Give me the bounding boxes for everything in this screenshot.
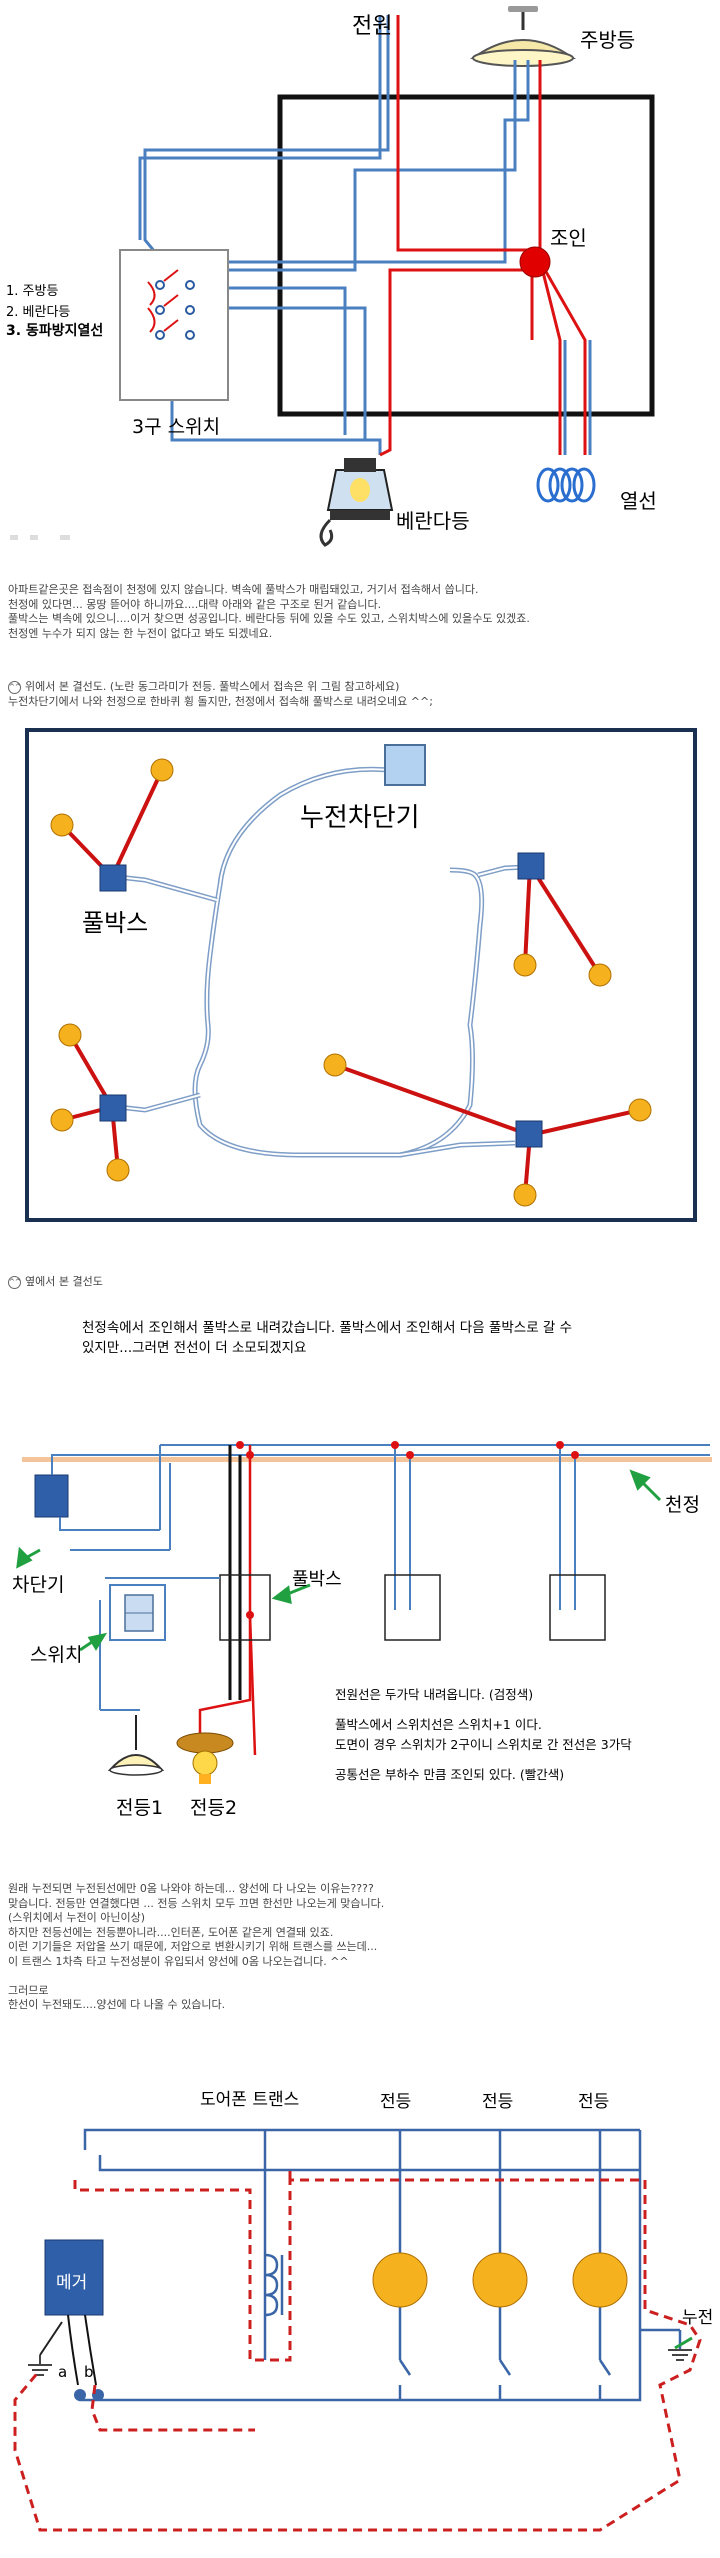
text-line: 누전차단기에서 나와 천정으로 한바퀴 휭 돌지만, 천정에서 접속해 풀박스로… bbox=[8, 694, 433, 708]
lamp-marker bbox=[628, 1098, 652, 1122]
explanation-paragraph-2: ^^ 위에서 본 결선도. (노란 동그라미가 전등. 풀박스에서 접속은 위 그… bbox=[8, 680, 433, 709]
lamp-marker bbox=[106, 1158, 130, 1182]
balcony-lamp-icon bbox=[319, 458, 394, 547]
smiley-icon: ^^ bbox=[8, 1275, 21, 1289]
caption-line: 있지만...그러면 전선이 더 소모되겠지요 bbox=[82, 1340, 307, 1356]
pullbox-box bbox=[549, 1574, 606, 1641]
kitchen-lamp-label: 주방등 bbox=[580, 28, 636, 52]
text-line: 하지만 전등선에는 전등뿐아니라....인터폰, 도어폰 같은게 연결돼 있죠. bbox=[8, 1925, 334, 1939]
lamp-label-1: 전등 bbox=[380, 2092, 412, 2112]
ceiling-label: 천정 bbox=[665, 1494, 700, 1516]
terminal-a bbox=[74, 2389, 86, 2401]
pullbox-square bbox=[99, 864, 127, 892]
megger-label: 메거 bbox=[56, 2273, 88, 2293]
pullbox-box bbox=[219, 1574, 271, 1641]
side-breaker-label: 차단기 bbox=[12, 1574, 65, 1596]
explanation-paragraph-4: 원래 누전되면 누전된선에만 0옴 나와야 하는데... 양선에 다 나오는 이… bbox=[8, 1882, 384, 2013]
transformer-label: 도어폰 트랜스 bbox=[200, 2090, 300, 2110]
lamp-circle bbox=[372, 2252, 428, 2308]
side-pullbox-label: 풀박스 bbox=[292, 1569, 342, 1590]
heating-coil-icon bbox=[536, 467, 596, 503]
text-line: 원래 누전되면 누전된선에만 0옴 나와야 하는데... 양선에 다 나오는 이… bbox=[8, 1882, 374, 1895]
text-line: 이런 기기들은 저압을 쓰기 때문에, 저압으로 변환시키기 위해 트랜스를 쓰… bbox=[8, 1940, 378, 1953]
side-view-notes: 전원선은 두가닥 내려옵니다. (검정색) 풀박스에서 스위치선은 스위치+1 … bbox=[335, 1685, 632, 1785]
bulb-lamp-icon bbox=[176, 1732, 234, 1784]
note-line: 도면이 경우 스위치가 2구이니 스위치로 간 전선은 3가닥 bbox=[335, 1737, 632, 1752]
text-line: 풀박스는 벽속에 있으니....이거 찾으면 성공입니다. 베란다등 뒤에 있을… bbox=[8, 612, 530, 625]
caption-line: 천정속에서 조인해서 풀박스로 내려갔습니다. 풀박스에서 조인해서 다음 풀박… bbox=[82, 1320, 573, 1336]
switch-name-label: 3구 스위치 bbox=[132, 416, 221, 438]
smiley-icon: ^^ bbox=[8, 680, 21, 694]
breaker-square bbox=[384, 744, 426, 786]
leak-label: 누전 bbox=[682, 2308, 714, 2328]
kitchen-lamp-icon bbox=[469, 6, 577, 67]
lamp-label-2: 전등 bbox=[482, 2092, 514, 2112]
pullbox-box bbox=[384, 1574, 441, 1641]
note-line: 공통선은 부하수 만큼 조인되 있다. (빨간색) bbox=[335, 1767, 565, 1782]
lamp-marker bbox=[50, 1108, 74, 1132]
lamp-marker bbox=[513, 953, 537, 977]
lamp-circle bbox=[572, 2252, 628, 2308]
megger-test-diagram bbox=[13, 2128, 702, 2532]
text-line: 천정에 있다면... 몽땅 뜯어야 하니까요....대략 아래와 같은 구조로 … bbox=[8, 597, 382, 611]
text-line: 한선이 누전돼도....양선에 다 나올 수 있습니다. bbox=[8, 1998, 226, 2011]
breaker-box bbox=[34, 1474, 69, 1518]
text-line: 천정엔 누수가 되지 않는 한 누전이 없다고 봐도 되겠네요. bbox=[8, 626, 273, 640]
lamp-marker bbox=[588, 963, 612, 987]
lamp1-label: 전등1 bbox=[116, 1797, 164, 1819]
text-line: 그러므로 bbox=[8, 1983, 49, 1997]
lamp2-label: 전등2 bbox=[190, 1797, 238, 1819]
balcony-lamp-label: 베란다등 bbox=[396, 509, 470, 533]
ceiling-box bbox=[277, 94, 655, 417]
lamp-marker bbox=[513, 1183, 537, 1207]
terminal-a-label: a bbox=[58, 2363, 68, 2381]
text-line: 아파트같은곳은 접속점이 천정에 있지 않습니다. 벽속에 풀박스가 매립돼있고… bbox=[8, 583, 479, 596]
switch-wiring-diagram bbox=[10, 6, 655, 547]
lamp-marker bbox=[58, 1023, 82, 1047]
text-line bbox=[8, 1969, 384, 1984]
heating-wire-label: 열선 bbox=[620, 489, 657, 513]
lamp-circle bbox=[472, 2252, 528, 2308]
side-switch-label: 스위치 bbox=[30, 1644, 83, 1666]
text-line: 맞습니다. 전등만 연결했다면 ... 전등 스위치 모두 끄면 한선만 나오는… bbox=[8, 1896, 385, 1910]
note-line: 전원선은 두가닥 내려옵니다. (검정색) bbox=[335, 1687, 534, 1702]
lamp-marker bbox=[323, 1053, 347, 1077]
breaker-label: 누전차단기 bbox=[300, 803, 420, 833]
pullbox-label: 풀박스 bbox=[82, 909, 149, 937]
pendant-lamp-icon bbox=[107, 1715, 165, 1776]
switch-item-1: 1. 주방등 bbox=[6, 284, 59, 299]
switch-item-2: 2. 베란다등 bbox=[6, 305, 71, 320]
terminal-b-label: b bbox=[84, 2363, 94, 2381]
side-view-wiring-diagram bbox=[16, 1441, 712, 1784]
pullbox-square bbox=[515, 1120, 543, 1148]
megger-box bbox=[44, 2239, 104, 2316]
text-line: (스위치에서 누전이 아닌이상) bbox=[8, 1911, 146, 1924]
text-line: 위에서 본 결선도. (노란 동그라미가 전등. 풀박스에서 접속은 위 그림 … bbox=[25, 680, 400, 693]
explanation-paragraph-1: 아파트같은곳은 접속점이 천정에 있지 않습니다. 벽속에 풀박스가 매립돼있고… bbox=[8, 583, 530, 641]
side-view-heading: ^^ 옆에서 본 결선도 bbox=[8, 1275, 103, 1290]
joint-label: 조인 bbox=[550, 226, 587, 250]
top-view-wiring-diagram bbox=[25, 728, 697, 1222]
transformer-coil-icon bbox=[264, 2253, 284, 2317]
lamp-label-3: 전등 bbox=[578, 2092, 610, 2112]
lamp-marker bbox=[150, 758, 174, 782]
top-view-frame bbox=[25, 728, 697, 1222]
lamp-marker bbox=[50, 813, 74, 837]
switch-item-3: 3. 동파방지열선 bbox=[6, 323, 104, 339]
joint-dot bbox=[519, 246, 551, 278]
text-line: 옆에서 본 결선도 bbox=[25, 1275, 103, 1288]
pullbox-square bbox=[99, 1094, 127, 1122]
text-line: 이 트랜스 1차측 타고 누전성분이 유입되서 양선에 0옴 나오는겁니다. ^… bbox=[8, 1954, 349, 1968]
ceiling-band bbox=[22, 1457, 712, 1462]
pullbox-square bbox=[517, 852, 545, 880]
power-label: 전원 bbox=[352, 14, 393, 39]
note-line: 풀박스에서 스위치선은 스위치+1 이다. bbox=[335, 1717, 542, 1732]
side-view-caption: 천정속에서 조인해서 풀박스로 내려갔습니다. 풀박스에서 조인해서 다음 풀박… bbox=[82, 1318, 572, 1358]
switch-box bbox=[119, 249, 229, 401]
